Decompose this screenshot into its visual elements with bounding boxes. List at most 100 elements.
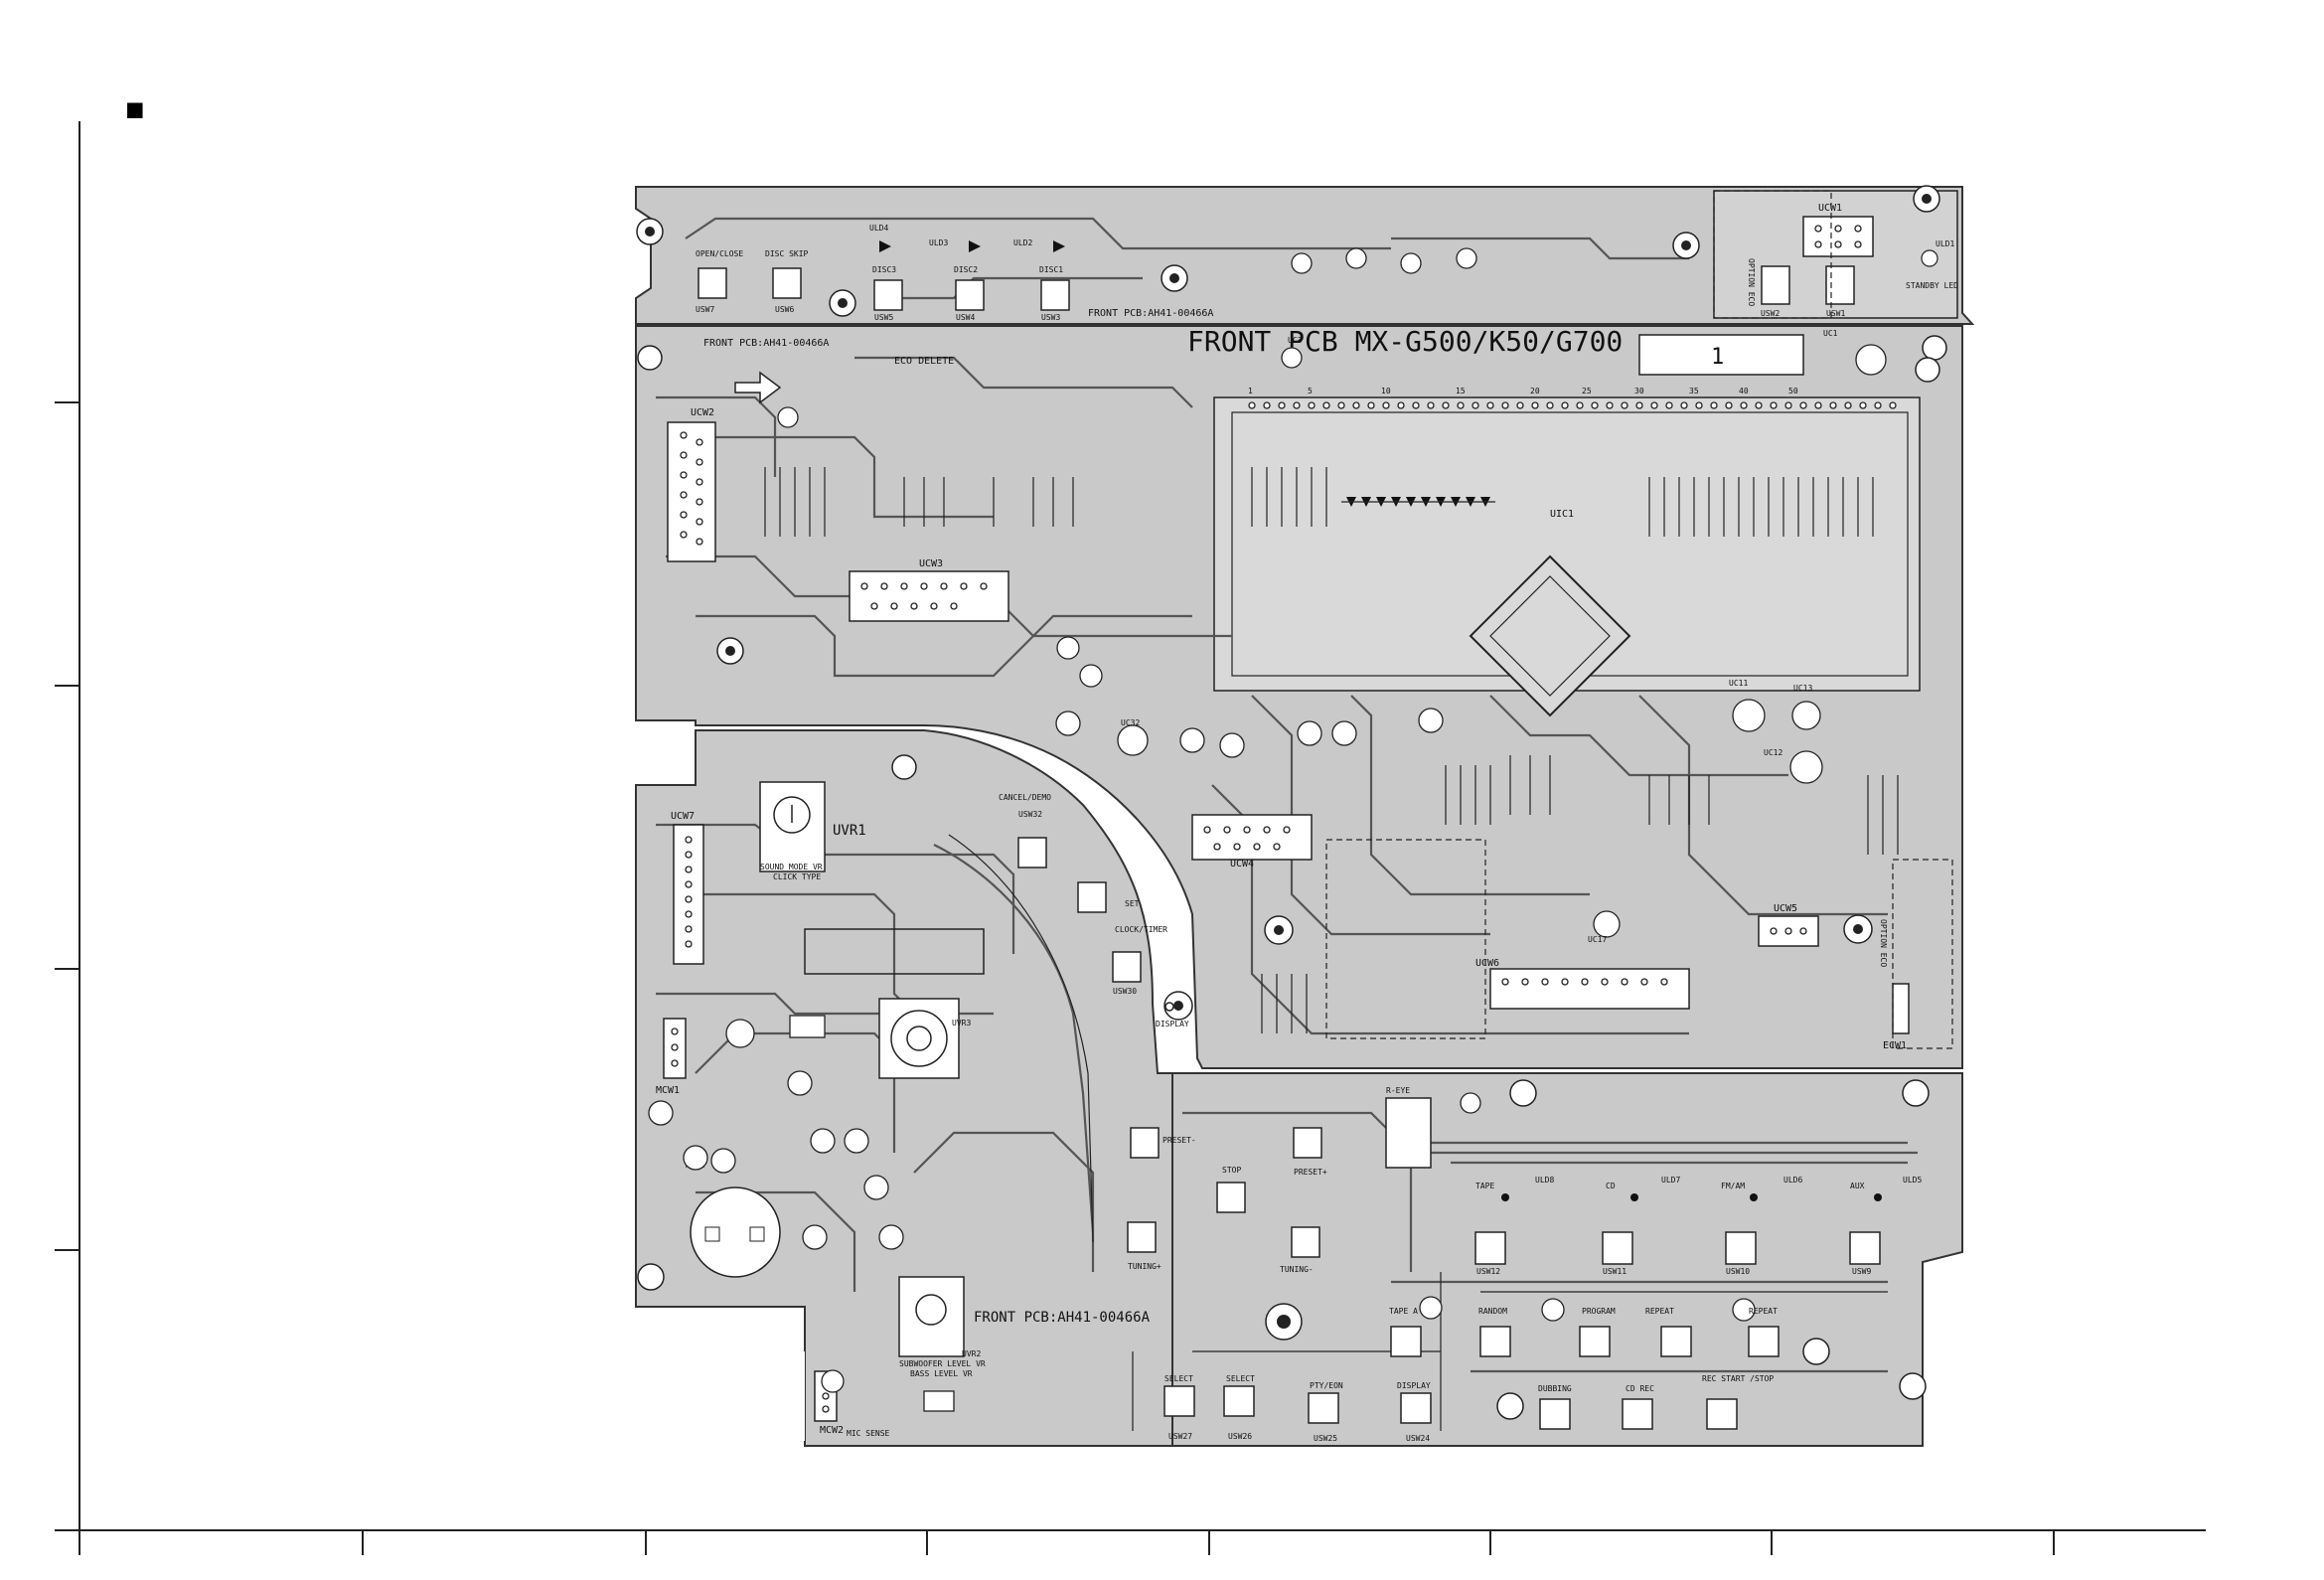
rotary-control-uvr3[interactable]: UVR3 [878,998,971,1079]
connector-ucw2: UCW2 [667,407,716,562]
switch-usw31[interactable]: SET [1077,881,1140,913]
switch-tape-b[interactable]: TAPE A [1389,1307,1422,1357]
tuning-minus-caption: TUNING- [1280,1265,1314,1274]
ucw4-label: UCW4 [1230,859,1254,869]
switch-usw29[interactable]: PRESET- [1130,1127,1196,1159]
switch-usw28[interactable]: STOP [1216,1166,1246,1213]
usw24-ref: USW24 [1406,1434,1430,1443]
switch-usw4[interactable]: DISC2 USW4 [954,265,985,322]
pcb-code-bottom: FRONT PCB:AH41-00466A [974,1310,1151,1326]
usw25-ref: USW25 [1314,1434,1337,1443]
usw32-ref: USW32 [1018,810,1042,819]
uvr2-caption: SUBWOOFER LEVEL VR [899,1359,986,1368]
tuning-plus-caption: TUNING+ [1128,1262,1162,1271]
usw5-ref: USW5 [874,313,893,322]
connector-ucw1: UCW1 [1802,203,1874,257]
switch-usw25-pty[interactable]: PTY/EON USW25 [1308,1381,1343,1443]
display-driver-component-rows [1251,467,1874,537]
uld2-label: ULD2 [1013,238,1032,247]
orientation-arrow-icon [734,371,782,404]
uld7-label: ULD7 [1661,1176,1680,1185]
section-bullet: ■ [127,94,143,124]
usw25-caption: PTY/EON [1310,1381,1343,1390]
display-switch-caption: DISPLAY [1156,1020,1189,1028]
pcb-code-main-left: FRONT PCB:AH41-00466A [703,338,829,349]
cd-caption: CD [1606,1182,1616,1190]
display-pin-30: 30 [1634,387,1644,395]
usw1-ref: USW1 [1826,309,1845,318]
usw10-ref: USW10 [1726,1267,1750,1276]
switch-usw32[interactable]: CANCEL/DEMO USW32 [999,793,1051,869]
uc13-label: UC13 [1793,684,1812,693]
switch-usw6[interactable]: DISC SKIP USW6 [765,249,809,314]
usw30-ref: USW30 [1113,987,1137,996]
switch-tuning-minus[interactable]: TUNING- [1280,1226,1320,1274]
switch-usw30[interactable]: CLOCK/TIMER USW30 [1112,925,1167,996]
tape-b-caption: TAPE A [1389,1307,1418,1316]
sheet-frame [55,121,2206,1555]
switch-usw7[interactable]: OPEN/CLOSE USW7 [696,249,743,314]
display-pin-1: 1 [1248,387,1253,395]
misc-resistor-ticks [764,467,1899,1033]
switch-usw10-fmam[interactable]: FM/AM USW10 [1721,1182,1757,1276]
display-pin-5: 5 [1308,387,1313,395]
switch-usw2[interactable]: USW2 [1761,265,1790,318]
uc12-label: UC12 [1764,748,1782,757]
ucw1-label: UCW1 [1818,203,1842,214]
led-uld1: ULD1 [1921,239,1954,267]
switch-usw11-cd[interactable]: CD USW11 [1602,1182,1633,1276]
rotary-control-uvr1[interactable]: UVR1 SOUND MODE VR CLICK TYPE [759,781,866,881]
uvr3-ref: UVR3 [952,1019,971,1027]
mic-jack-window [789,1015,826,1038]
switch-repeat[interactable]: REPEAT REPEAT REPEAT [1748,1307,1780,1357]
uvr2-ref: UVR2 [962,1349,981,1358]
mounting-holes [636,185,1947,1420]
switch-usw27a[interactable]: PRESET+ [1293,1127,1327,1177]
switch-program[interactable]: REPEAT [1645,1307,1692,1357]
tape-a-caption: RANDOM [1478,1307,1507,1316]
option-eco-label: OPTION ECO [1747,258,1756,306]
uld8-label: ULD8 [1535,1176,1554,1185]
pcb-code-top-strip: FRONT PCB:AH41-00466A [1088,308,1213,319]
usw4-caption: DISC2 [954,265,978,274]
electrolytic-capacitors [777,247,1887,1322]
connector-ucw6: UCW6 [1475,958,1690,1010]
uvr1-ref: UVR1 [833,823,866,839]
pcb-board-lower-left [635,729,1173,1447]
mic-volume-mvr1[interactable]: MVR1 [686,1161,781,1278]
switch-usw23-dubbing[interactable]: DUBBING [1538,1384,1572,1430]
switch-usw24-display[interactable]: DISPLAY USW24 [1397,1381,1432,1443]
uc32-label: UC32 [1121,718,1140,727]
random-caption: PROGRAM [1582,1307,1616,1316]
connector-ucw5: UCW5 [1758,903,1819,947]
switch-usw5[interactable]: DISC3 USW5 [872,265,903,322]
display-pin-35: 35 [1689,387,1699,395]
usw7-caption: OPEN/CLOSE [696,249,743,258]
option-eco-label-2: OPTION ECO [1879,919,1888,967]
led-uld4: ULD4 [869,224,891,252]
switch-usw12-tape[interactable]: TAPE USW12 [1474,1182,1506,1276]
vfd-display-footprint: 1 1 5 10 15 20 25 30 35 40 45 50 [1248,334,1897,409]
connector-ucw4: UCW4 [1191,814,1313,869]
switch-usw26-select[interactable]: SELECT USW26 [1223,1374,1255,1441]
switch-usw22-cdrec[interactable]: CD REC [1622,1384,1654,1430]
led-row-sources: ULD8 ULD7 ULD6 ULD5 [1501,1176,1922,1201]
connector-mcw1: MCW1 [656,1018,687,1096]
switch-tuning-plus[interactable]: TUNING+ [1127,1221,1162,1271]
main-board-title: FRONT PCB MX-G500/K50/G700 [1187,325,1623,358]
mic-sense-label: MIC SENSE [847,1429,890,1438]
switch-random[interactable]: PROGRAM [1579,1307,1616,1357]
rotary-control-uvr2[interactable]: UVR2 SUBWOOFER LEVEL VR BASS LEVEL VR [898,1276,986,1378]
connector-ucw7: UCW7 [671,811,704,965]
switch-tape-a[interactable]: RANDOM [1478,1307,1511,1357]
ucw7-label: UCW7 [671,811,695,822]
uvr1-caption: SOUND MODE VR [760,863,823,871]
switch-usw9-aux[interactable]: AUX USW9 [1849,1182,1881,1276]
switch-rec-start-stop[interactable]: REC START /STOP [1702,1374,1774,1430]
usw24-caption: DISPLAY [1397,1381,1431,1390]
uc3-label: UC3 [1288,336,1303,345]
usw31-caption: SET [1125,899,1140,908]
switch-usw3[interactable]: DISC1 USW3 [1039,265,1070,322]
switch-usw27-select[interactable]: SELECT USW27 [1163,1374,1195,1441]
